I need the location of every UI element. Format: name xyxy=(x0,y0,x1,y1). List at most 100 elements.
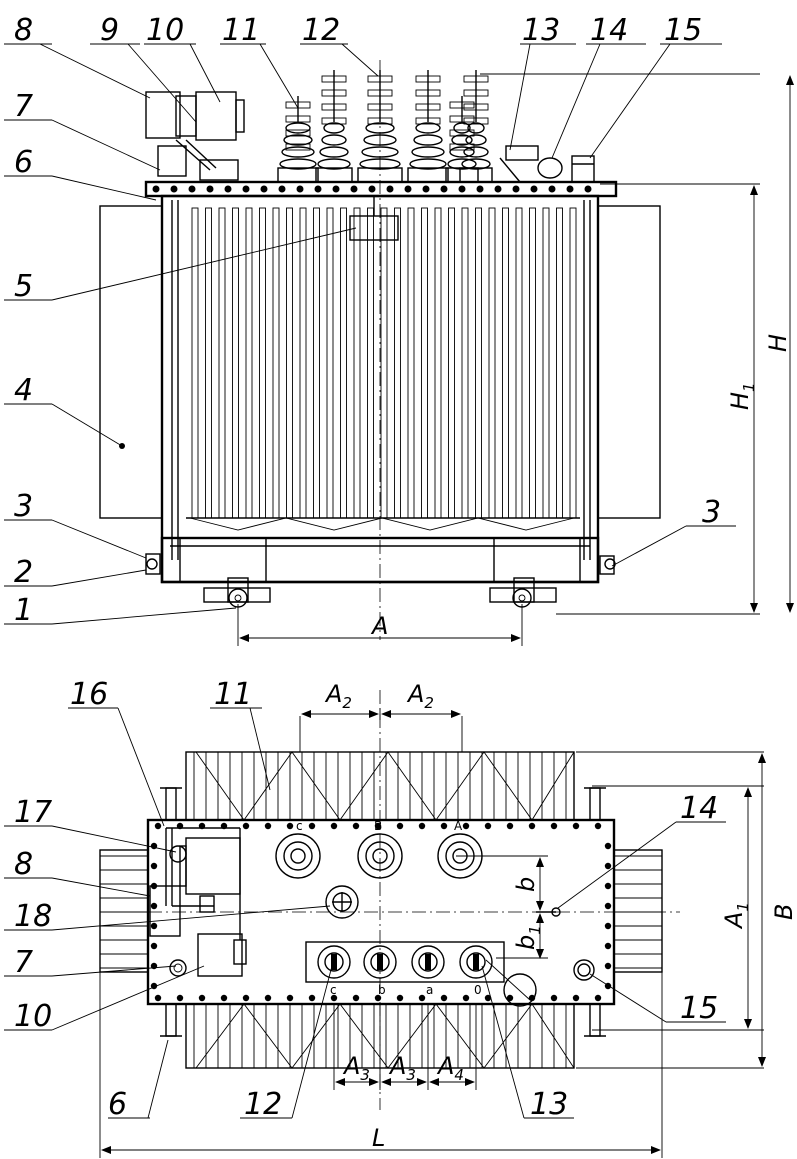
radiator-fin xyxy=(529,207,536,519)
lid-bolt xyxy=(170,185,178,193)
radiator-fin xyxy=(488,207,496,519)
cooling-panel-left xyxy=(99,205,163,519)
radiator-fin xyxy=(515,207,523,519)
bushing-clamp xyxy=(321,89,347,97)
bushing-base xyxy=(407,167,449,183)
radiator-fin xyxy=(218,207,226,519)
radiator-fin xyxy=(191,207,199,519)
radiator-fin xyxy=(380,207,388,519)
callout-12-front: 12 xyxy=(302,13,340,48)
top-bolt xyxy=(440,994,448,1002)
top-bolt xyxy=(506,822,514,830)
lv-label-c: c xyxy=(330,983,337,997)
radiator-fin xyxy=(286,207,293,519)
top-bolt xyxy=(264,994,272,1002)
callout-17-top: 17 xyxy=(14,795,52,830)
callout-10-front: 10 xyxy=(146,13,184,48)
radiator-fin xyxy=(326,207,334,519)
lv-bushing xyxy=(317,945,351,979)
hv-bushing-core xyxy=(290,848,306,864)
bushing-clamp xyxy=(285,115,311,123)
top-bolt xyxy=(462,822,470,830)
radiator-fin xyxy=(502,207,509,519)
bushing-clamp xyxy=(449,115,475,123)
thermometer-box-top xyxy=(197,933,243,977)
top-bolt xyxy=(154,822,162,830)
hv-bushing xyxy=(275,833,321,879)
lid-bolt xyxy=(242,185,250,193)
callout-2-front: 2 xyxy=(14,555,33,590)
dim-A3-left: A3 xyxy=(342,1052,370,1084)
hv-label-c: c xyxy=(296,819,303,833)
bushing-shed xyxy=(467,122,485,134)
bushing-shed xyxy=(323,122,345,134)
hv-bushing-inner xyxy=(365,841,395,871)
lid-bolt xyxy=(440,185,448,193)
radiator-fin xyxy=(569,207,577,519)
hv-label-B: B xyxy=(374,819,382,833)
lv-bushing-terminal xyxy=(473,954,479,970)
tank-top-outline xyxy=(146,818,616,1006)
dehydrator xyxy=(537,157,563,179)
lid-bolt xyxy=(206,185,214,193)
top-bolt xyxy=(198,994,206,1002)
top-bolt xyxy=(604,942,612,950)
bushing-shed xyxy=(321,134,347,146)
top-bolt xyxy=(484,822,492,830)
top-bolt xyxy=(528,822,536,830)
wheel-left xyxy=(203,577,271,608)
bushing-shed xyxy=(451,134,473,146)
bushing-shed xyxy=(361,146,399,158)
lv-bushing-inner xyxy=(370,952,390,972)
callout-11-front: 11 xyxy=(222,13,260,48)
callout-10-top: 10 xyxy=(14,999,52,1034)
dim-B: B xyxy=(770,904,797,920)
lv-bushing xyxy=(459,945,493,979)
lid-bolt xyxy=(548,185,556,193)
radiator-fin xyxy=(232,207,239,519)
radiator-fin xyxy=(394,207,401,519)
top-bolt xyxy=(154,994,162,1002)
top-bolt xyxy=(330,994,338,1002)
callout-7-top: 7 xyxy=(14,945,33,980)
bushing-shed xyxy=(413,134,443,146)
radiator-fin xyxy=(299,207,307,519)
top-bolt xyxy=(604,962,612,970)
bushing-clamp xyxy=(463,75,489,83)
radiator-fin xyxy=(205,207,212,519)
radiator-fin xyxy=(259,207,266,519)
lid-bolt xyxy=(296,185,304,193)
radiator-fin xyxy=(434,207,442,519)
bushing-base xyxy=(315,167,353,183)
lid-bolt xyxy=(458,185,466,193)
top-bolt xyxy=(594,994,602,1002)
bushing-clamp xyxy=(415,75,441,83)
callout-7-front: 7 xyxy=(14,89,33,124)
bushing-shed xyxy=(365,122,395,134)
hv-label-A: A xyxy=(454,819,463,833)
bushing-clamp xyxy=(449,101,475,109)
rating-plate xyxy=(349,215,399,241)
relay-box-top xyxy=(185,837,241,895)
lid-bolt xyxy=(584,185,592,193)
callout-6-top: 6 xyxy=(108,1087,127,1122)
dim-A-front: A xyxy=(370,612,388,640)
top-bolt xyxy=(594,822,602,830)
top-bolt xyxy=(604,922,612,930)
lid-bolt xyxy=(530,185,538,193)
callout-14-top: 14 xyxy=(680,791,718,826)
front-view: A H H1 1 2 3 3 xyxy=(4,13,794,646)
top-bolt xyxy=(286,822,294,830)
top-bolt xyxy=(604,862,612,870)
lid-bolt xyxy=(512,185,520,193)
top-bolt xyxy=(572,822,580,830)
dim-A2-right: A2 xyxy=(406,680,434,712)
radiator-fin xyxy=(340,207,347,519)
dim-L: L xyxy=(372,1124,385,1152)
radiator-fin xyxy=(461,207,469,519)
callout-8-top: 8 xyxy=(14,847,33,882)
lv-label-0: 0 xyxy=(474,983,482,997)
top-bolt xyxy=(242,994,250,1002)
callout-3-right-front: 3 xyxy=(702,495,721,530)
top-bolt xyxy=(550,822,558,830)
